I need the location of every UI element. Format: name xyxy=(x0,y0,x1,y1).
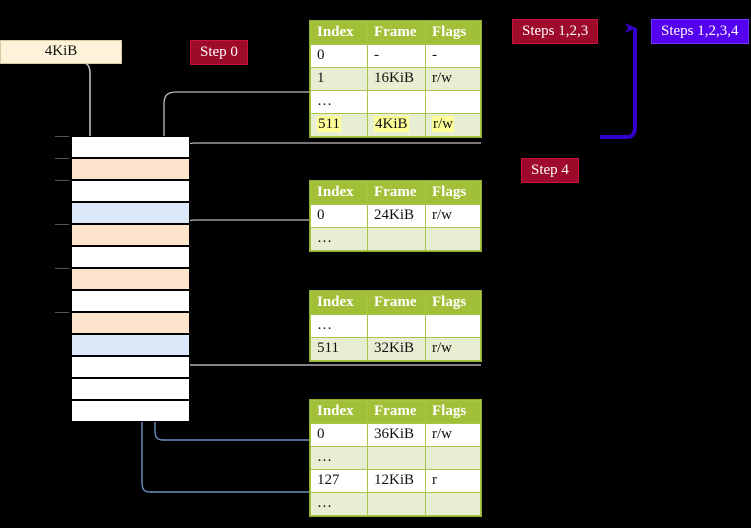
badge-step-4: Step 4 xyxy=(521,158,579,183)
page-table-level-3-cell-flags xyxy=(425,492,481,516)
page-table-level-0-cell-index: 0 xyxy=(310,44,368,68)
page-table-level-0-header-flags: Flags xyxy=(425,21,481,45)
memory-tick-2 xyxy=(55,180,69,181)
badge-step-0: Step 0 xyxy=(190,40,248,65)
page-table-level-3-cell-frame xyxy=(367,492,426,516)
badge-step-0-label: Step 0 xyxy=(200,44,238,60)
page-table-level-1-cell-frame: 24KiB xyxy=(367,204,426,228)
page-table-level-3-row: … xyxy=(310,492,481,516)
page-table-level-0-cell-flags: r/w xyxy=(425,67,481,91)
page-table-level-1-row: … xyxy=(310,227,481,251)
memory-frame-1 xyxy=(71,158,190,180)
page-table-level-3-cell-index: 0 xyxy=(310,423,368,447)
page-table-level-3-header-frame: Frame xyxy=(367,400,426,424)
page-table-level-0-cell-frame: 16KiB xyxy=(367,67,426,91)
page-table-level-2-row: … xyxy=(310,314,481,338)
page-table-level-2-cell-index: 511 xyxy=(310,337,368,361)
page-table-level-3-cell-frame: 12KiB xyxy=(367,469,426,493)
badge-steps-123-label: Steps 1,2,3 xyxy=(522,23,589,39)
memory-frame-9 xyxy=(71,334,190,356)
page-table-level-0-row: … xyxy=(310,90,481,114)
page-table-level-3-cell-flags: r xyxy=(425,469,481,493)
page-table-level-1-header-frame: Frame xyxy=(367,181,426,205)
page-table-level-3-cell-frame xyxy=(367,446,426,470)
page-table-level-2-cell-frame: 32KiB xyxy=(367,337,426,361)
page-table-level-0-cell-flags xyxy=(425,90,481,114)
page-table-level-0-cell-index: 1 xyxy=(310,67,368,91)
page-table-level-2-cell-flags xyxy=(425,314,481,338)
page-table-level-2-header-index: Index xyxy=(310,291,368,315)
page-table-level-3-cell-index: … xyxy=(310,492,368,516)
page-table-level-0-cell-flags: - xyxy=(425,44,481,68)
badge-step-4-label: Step 4 xyxy=(531,162,569,178)
page-table-level-0-cell-frame: - xyxy=(367,44,426,68)
page-table-level-2-header-frame: Frame xyxy=(367,291,426,315)
page-table-level-0-cell-frame: 4KiB xyxy=(367,113,426,137)
memory-frame-0 xyxy=(71,136,190,158)
memory-frame-4 xyxy=(71,224,190,246)
page-table-level-0-header-frame: Frame xyxy=(367,21,426,45)
memory-frame-11 xyxy=(71,378,190,400)
badge-steps-1234-label: Steps 1,2,3,4 xyxy=(661,23,739,39)
base-register-box: 4KiB xyxy=(0,40,122,64)
page-table-level-2-cell-index: … xyxy=(310,314,368,338)
memory-frame-7 xyxy=(71,290,190,312)
memory-frame-5 xyxy=(71,246,190,268)
page-table-level-3-cell-frame: 36KiB xyxy=(367,423,426,447)
connector-steps-1234-loop xyxy=(600,23,637,139)
page-table-level-1-cell-flags: r/w xyxy=(425,204,481,228)
memory-tick-8 xyxy=(55,312,69,313)
memory-tick-0 xyxy=(55,136,69,137)
memory-frame-3 xyxy=(71,202,190,224)
page-table-level-3-header-flags: Flags xyxy=(425,400,481,424)
page-table-level-2-cell-frame xyxy=(367,314,426,338)
memory-tick-6 xyxy=(55,268,69,269)
page-table-level-1-cell-flags xyxy=(425,227,481,251)
page-table-level-1-header-index: Index xyxy=(310,181,368,205)
memory-frame-8 xyxy=(71,312,190,334)
page-table-level-1-cell-index: … xyxy=(310,227,368,251)
connector-level0-hook xyxy=(182,142,481,171)
page-table-level-0-cell-flags: r/w xyxy=(425,113,481,137)
memory-frame-12 xyxy=(71,400,190,422)
memory-frame-10 xyxy=(71,356,190,378)
memory-tick-1 xyxy=(55,158,69,159)
memory-frame-2 xyxy=(71,180,190,202)
page-table-level-3-row: … xyxy=(310,446,481,470)
page-table-level-1-cell-index: 0 xyxy=(310,204,368,228)
page-table-level-3-cell-flags xyxy=(425,446,481,470)
base-register-label: 4KiB xyxy=(44,43,78,59)
memory-tick-4 xyxy=(55,224,69,225)
page-table-level-0-row: 0-- xyxy=(310,44,481,68)
page-table-level-0-cell-index: … xyxy=(310,90,368,114)
page-table-level-3-cell-index: 127 xyxy=(310,469,368,493)
page-table-level-0-cell-index: 511 xyxy=(310,113,368,137)
page-table-level-3-cell-index: … xyxy=(310,446,368,470)
badge-steps-1234: Steps 1,2,3,4 xyxy=(651,19,749,44)
page-table-level-0-cell-frame xyxy=(367,90,426,114)
page-table-level-1-cell-frame xyxy=(367,227,426,251)
page-table-level-3-header-index: Index xyxy=(310,400,368,424)
page-table-level-0-header-index: Index xyxy=(310,21,368,45)
memory-frame-6 xyxy=(71,268,190,290)
page-table-level-2-header-flags: Flags xyxy=(425,291,481,315)
page-table-level-3-cell-flags: r/w xyxy=(425,423,481,447)
page-table-level-2-cell-flags: r/w xyxy=(425,337,481,361)
badge-steps-123: Steps 1,2,3 xyxy=(512,19,599,44)
page-table-level-1-header-flags: Flags xyxy=(425,181,481,205)
physical-memory-column xyxy=(55,136,190,422)
